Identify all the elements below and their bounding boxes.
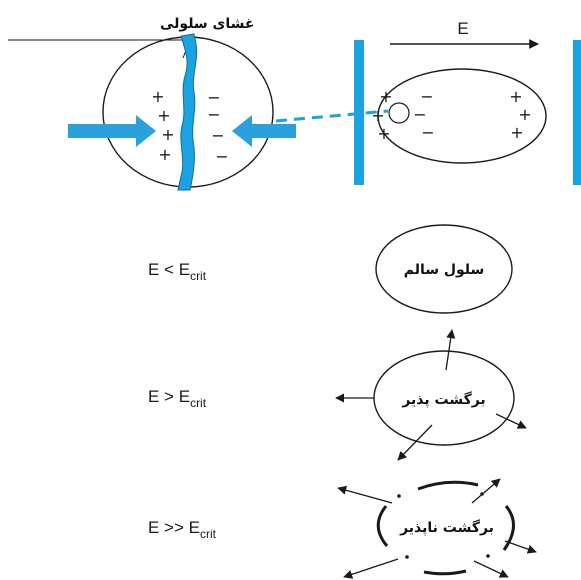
membrane-label: غشای سلولی xyxy=(160,16,254,32)
minus-charge: − xyxy=(215,147,228,166)
equation-below-critical: E < Ecrit xyxy=(148,260,207,283)
debris-dots xyxy=(397,492,490,559)
plus-charge: + xyxy=(157,106,170,125)
right-electrode xyxy=(573,40,581,185)
field-left-charges: + + + − − − xyxy=(371,87,434,143)
plus-charge: + xyxy=(518,105,531,124)
left-push-arrow xyxy=(68,115,156,147)
plus-charge: + xyxy=(371,106,384,125)
reversible-arrow-up xyxy=(445,329,456,371)
field-cell-outline xyxy=(377,68,547,164)
field-panel: E + + + − − − + + + xyxy=(275,19,581,185)
cell-membrane xyxy=(177,33,198,191)
equation-far-above-critical: E >> Ecrit xyxy=(148,518,217,541)
field-label: E xyxy=(457,19,468,38)
plus-charge: + xyxy=(161,125,174,144)
irreversible-arrow-up-right xyxy=(471,478,501,504)
right-push-arrow xyxy=(232,115,296,147)
zoom-dashed-line xyxy=(275,109,389,123)
plus-charge: + xyxy=(377,124,390,143)
healthy-cell xyxy=(375,224,513,314)
row-below-critical: E < Ecrit سلول سالم xyxy=(148,224,513,314)
minus-charge: − xyxy=(421,123,434,142)
minus-charge: − xyxy=(207,105,220,124)
plus-charge: + xyxy=(379,87,392,106)
plus-charge: + xyxy=(510,123,523,142)
minus-charge: − xyxy=(413,105,426,124)
healthy-cell-label: سلول سالم xyxy=(404,262,485,278)
irreversible-cell-label: برگشت ناپذیر xyxy=(399,519,494,536)
minus-charge: − xyxy=(207,88,220,107)
plus-charge: + xyxy=(158,145,171,164)
row-far-above-critical: E >> Ecrit برگشت ناپذیر xyxy=(148,478,537,579)
reversible-arrow-down-right xyxy=(495,413,527,429)
minus-charge: − xyxy=(211,126,224,145)
pore-circle xyxy=(388,102,410,124)
irreversible-arrow-right xyxy=(504,540,537,554)
irreversible-arrow-down-left xyxy=(343,558,399,579)
minus-charge: − xyxy=(420,87,433,106)
field-right-charges: + + + xyxy=(509,87,531,142)
plus-charge: + xyxy=(151,87,164,106)
row-above-critical: E > Ecrit برگشت پذیر xyxy=(148,329,527,461)
ruptured-cell xyxy=(376,480,515,576)
cell-membrane-panel: غشای سلولی + + + + − − − − xyxy=(8,16,296,191)
left-electrode xyxy=(354,40,364,185)
membrane-plus-charges: + + + + xyxy=(151,87,174,164)
plus-charge: + xyxy=(509,87,522,106)
equation-above-critical: E > Ecrit xyxy=(148,387,207,410)
reversible-cell-label: برگشت پذیر xyxy=(401,391,485,408)
irreversible-arrow-down-right xyxy=(473,560,509,578)
reversible-arrow-down-left xyxy=(397,424,433,461)
irreversible-arrow-up-left xyxy=(337,485,393,504)
membrane-minus-charges: − − − − xyxy=(207,88,228,166)
